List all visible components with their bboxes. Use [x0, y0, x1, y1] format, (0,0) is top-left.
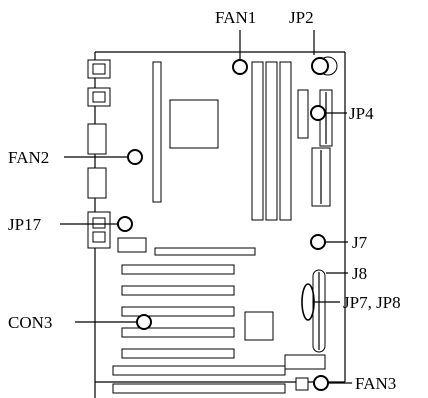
callout-fan1: [232, 30, 248, 75]
callout-fan2: [64, 149, 143, 165]
chipset: [244, 311, 274, 341]
vertical-slot: [152, 61, 162, 203]
callout-jp4: [310, 105, 347, 121]
label-con3: CON3: [8, 313, 52, 332]
isa-slots: [112, 365, 286, 394]
callout-jp7-jp8: [301, 283, 340, 321]
cpu-socket: [169, 99, 219, 149]
callout-jp2: [311, 30, 329, 75]
label-jp17: JP17: [8, 215, 42, 234]
callout-jp17: [60, 216, 133, 232]
callout-con3: [75, 314, 152, 330]
label-jp4: JP4: [349, 104, 374, 123]
pci-slots: [121, 264, 235, 359]
callout-j7: [310, 234, 348, 250]
agp-area: [117, 237, 256, 256]
label-jp7-jp8: JP7, JP8: [343, 293, 401, 312]
label-j7: J7: [352, 233, 368, 252]
label-fan2: FAN2: [8, 148, 49, 167]
memory-slots: [251, 61, 292, 221]
label-fan3: FAN3: [355, 374, 396, 393]
jp7-jp8-block: [312, 269, 326, 353]
rear-io-connectors: [87, 59, 111, 249]
lower-right-parts: [284, 354, 326, 391]
callout-fan3: [313, 375, 352, 391]
label-fan1: FAN1: [215, 8, 256, 27]
label-j8: J8: [352, 264, 367, 283]
label-jp2: JP2: [289, 8, 314, 27]
